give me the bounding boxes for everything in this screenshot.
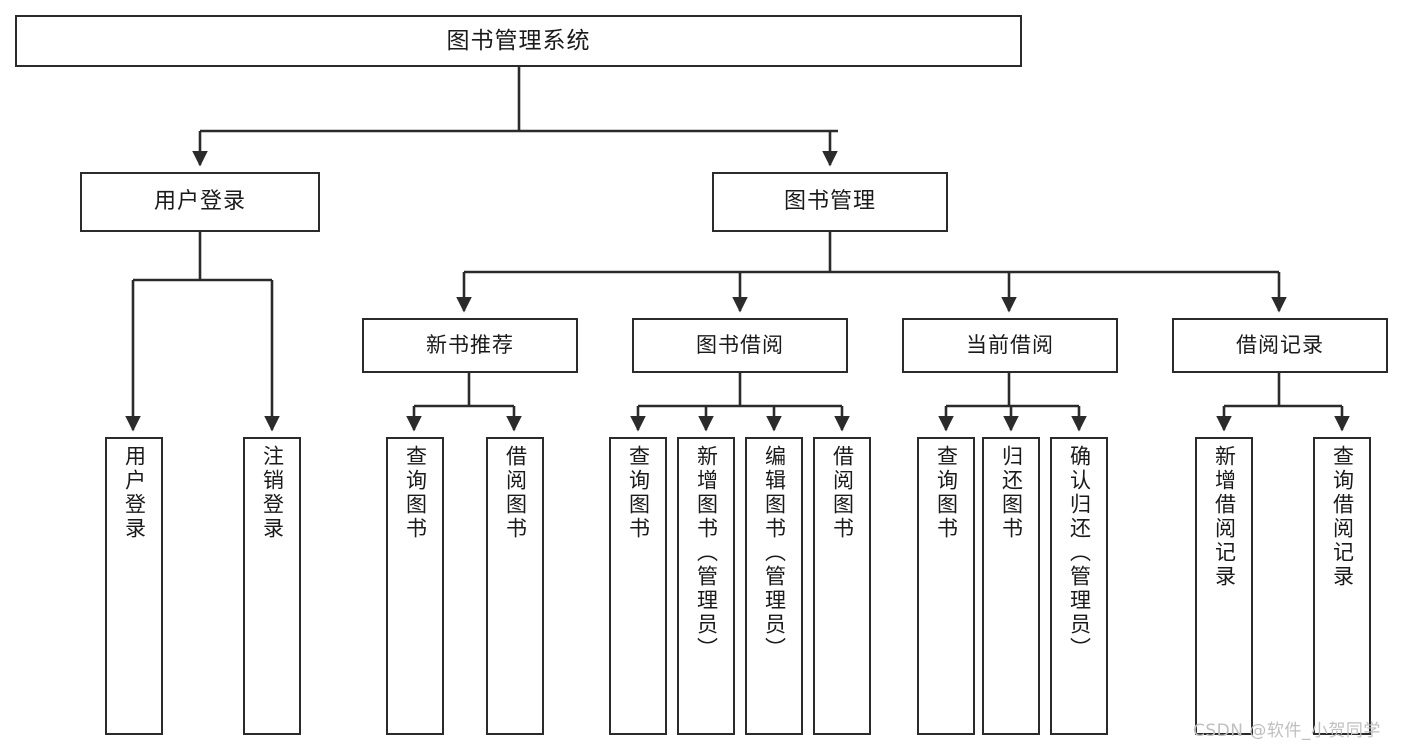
node-book-management[interactable]: 图书管理 bbox=[712, 172, 948, 232]
leaf-user-login[interactable]: 用户登录 bbox=[105, 437, 163, 735]
leaf-edit-book-admin-label: 编辑图书（管理员） bbox=[762, 445, 787, 661]
node-borrow-record-label: 借阅记录 bbox=[1236, 333, 1324, 357]
node-root-label: 图书管理系统 bbox=[446, 27, 591, 54]
leaf-borrow-book-newbook[interactable]: 借阅图书 bbox=[486, 437, 544, 735]
node-book-borrow[interactable]: 图书借阅 bbox=[632, 318, 848, 373]
node-book-management-label: 图书管理 bbox=[783, 189, 876, 214]
leaf-edit-book-admin[interactable]: 编辑图书（管理员） bbox=[745, 437, 803, 735]
leaf-query-book-current-label: 查询图书 bbox=[934, 445, 959, 541]
leaf-query-borrow-record[interactable]: 查询借阅记录 bbox=[1313, 437, 1371, 735]
leaf-query-book-borrow[interactable]: 查询图书 bbox=[609, 437, 667, 735]
leaf-query-book-newbook-label: 查询图书 bbox=[403, 445, 428, 541]
node-new-book-recommend[interactable]: 新书推荐 bbox=[362, 318, 578, 373]
node-new-book-recommend-label: 新书推荐 bbox=[426, 333, 514, 357]
leaf-query-book-current[interactable]: 查询图书 bbox=[917, 437, 975, 735]
node-user-login[interactable]: 用户登录 bbox=[80, 172, 320, 232]
leaf-user-login-label: 用户登录 bbox=[122, 445, 147, 541]
node-root[interactable]: 图书管理系统 bbox=[15, 15, 1022, 67]
leaf-borrow-book[interactable]: 借阅图书 bbox=[813, 437, 871, 735]
node-book-borrow-label: 图书借阅 bbox=[696, 333, 784, 357]
node-borrow-record[interactable]: 借阅记录 bbox=[1172, 318, 1388, 373]
leaf-query-book-borrow-label: 查询图书 bbox=[626, 445, 651, 541]
leaf-confirm-return-admin[interactable]: 确认归还（管理员） bbox=[1050, 437, 1108, 735]
node-current-borrow-label: 当前借阅 bbox=[966, 333, 1054, 357]
leaf-add-book-admin[interactable]: 新增图书（管理员） bbox=[677, 437, 735, 735]
leaf-borrow-book-newbook-label: 借阅图书 bbox=[503, 445, 528, 541]
leaf-add-borrow-record-label: 新增借阅记录 bbox=[1212, 445, 1237, 589]
leaf-add-borrow-record[interactable]: 新增借阅记录 bbox=[1195, 437, 1253, 735]
leaf-borrow-book-label: 借阅图书 bbox=[830, 445, 855, 541]
leaf-query-borrow-record-label: 查询借阅记录 bbox=[1330, 445, 1355, 589]
leaf-logout-label: 注销登录 bbox=[260, 445, 285, 541]
leaf-add-book-admin-label: 新增图书（管理员） bbox=[694, 445, 719, 661]
leaf-query-book-newbook[interactable]: 查询图书 bbox=[386, 437, 444, 735]
leaf-return-book[interactable]: 归还图书 bbox=[982, 437, 1040, 735]
leaf-confirm-return-admin-label: 确认归还（管理员） bbox=[1067, 445, 1092, 661]
node-current-borrow[interactable]: 当前借阅 bbox=[902, 318, 1118, 373]
leaf-logout[interactable]: 注销登录 bbox=[243, 437, 301, 735]
node-user-login-label: 用户登录 bbox=[153, 189, 246, 214]
leaf-return-book-label: 归还图书 bbox=[999, 445, 1024, 541]
